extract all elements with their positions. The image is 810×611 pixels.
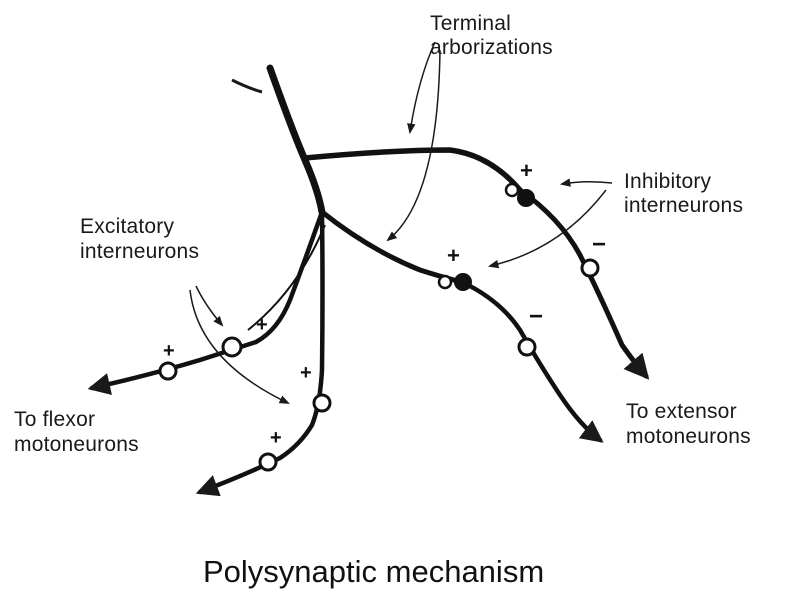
inhibitory-label-line1: Inhibitory (624, 170, 711, 193)
sign-plus-excitatory-1: + (256, 314, 268, 336)
synapse-excitatory-4 (260, 454, 276, 470)
flexor-upper-branch (92, 212, 322, 388)
pointer-inhibitory-upper (562, 182, 612, 184)
afferent-fiber (270, 68, 322, 212)
afferent-stub (232, 80, 262, 92)
terminal-label-line2: arborizations (430, 36, 553, 59)
excitatory-label-line1: Excitatory (80, 215, 174, 238)
sign-plus-upper-inhibitory: + (520, 158, 533, 183)
inhibitory-label-line2: interneurons (624, 194, 743, 217)
synapse-inhibitory-lower-out (519, 339, 535, 355)
synapse-inhibitory-lower-in (439, 276, 451, 288)
synapse-inhibitory-upper-in (506, 184, 518, 196)
extensor-label-line2: motoneurons (626, 425, 751, 448)
inhibitory-neuron-upper (517, 189, 535, 207)
upper-extensor-branch (520, 190, 646, 376)
extensor-label-line1: To extensor (626, 400, 737, 423)
synapse-inhibitory-upper-out (582, 260, 598, 276)
sign-plus-lower-inhibitory: + (447, 243, 460, 268)
excitatory-label-line2: interneurons (80, 240, 199, 263)
synapse-excitatory-1 (223, 338, 241, 356)
flexor-label-line2: motoneurons (14, 433, 139, 456)
sign-minus-lower: − (529, 303, 543, 330)
pointer-excitatory-upper (196, 286, 222, 325)
synapse-excitatory-2 (160, 363, 176, 379)
pointer-terminal-lower (388, 50, 440, 240)
lower-collateral (322, 212, 462, 282)
sign-plus-excitatory-2: + (163, 340, 175, 362)
pointer-inhibitory-lower (490, 190, 606, 266)
upper-collateral (305, 150, 520, 190)
sign-minus-upper: − (592, 231, 606, 258)
terminal-label-line1: Terminal (430, 12, 511, 35)
sign-plus-excitatory-4: + (270, 427, 282, 449)
flexor-label-line1: To flexor (14, 408, 95, 431)
synapse-excitatory-3 (314, 395, 330, 411)
figure-caption: Polysynaptic mechanism (203, 554, 544, 590)
inhibitory-neuron-lower (454, 273, 472, 291)
sign-plus-excitatory-3: + (300, 362, 312, 384)
